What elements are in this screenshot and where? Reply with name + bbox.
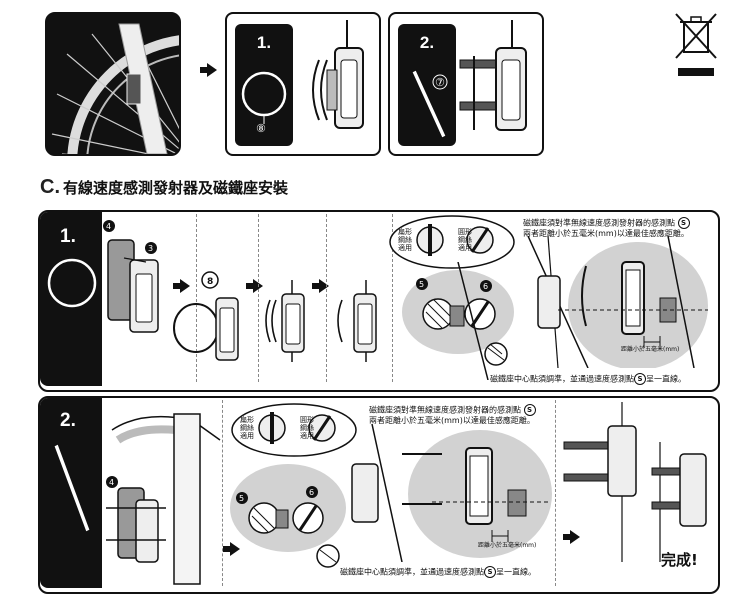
flow-arrow xyxy=(223,542,240,556)
distance-label: 距離小於五毫米(mm) xyxy=(478,542,537,549)
flow-arrow xyxy=(312,279,329,293)
flow-arrow xyxy=(563,530,580,544)
ring-attach-step: 8 xyxy=(173,271,239,361)
round-spoke-label: 圓形鋼絲適用 xyxy=(300,416,314,440)
flow-arrow xyxy=(200,63,217,77)
section-letter: C. xyxy=(40,176,60,198)
section-title: C.有線速度感測發射器及磁鐵座安裝 xyxy=(40,176,288,199)
svg-text:4: 4 xyxy=(106,222,111,231)
svg-text:6: 6 xyxy=(309,488,314,497)
ring-locked-step xyxy=(337,280,377,362)
magnet-zone: 5 6 xyxy=(402,262,514,380)
final-assembled-sensor xyxy=(563,402,707,562)
distance-label: 距離小於五毫米(mm) xyxy=(621,346,680,353)
top-step-1-box: 1. ⑧ xyxy=(225,12,381,156)
rubber-ring xyxy=(241,71,287,124)
svg-text:5: 5 xyxy=(419,280,424,289)
svg-text:3: 3 xyxy=(148,244,153,253)
sensor-assembly: 4 3 xyxy=(103,220,159,333)
svg-text:5: 5 xyxy=(239,494,244,503)
svg-text:8: 8 xyxy=(207,277,213,287)
ref-8: ⑧ xyxy=(256,122,266,135)
fork-with-sensor: 4 xyxy=(106,413,221,585)
spoke-type-bubble xyxy=(231,403,357,457)
rubber-ring xyxy=(47,258,97,308)
flat-spoke-label: 扁形鋼絲適用 xyxy=(240,416,254,440)
sensor-alignment-zone xyxy=(351,424,552,562)
svg-text:6: 6 xyxy=(483,282,488,291)
weee-bin-icon xyxy=(675,13,717,76)
svg-text:4: 4 xyxy=(109,478,114,487)
magnet-zone: 5 6 xyxy=(230,464,346,568)
sensor-unit xyxy=(312,20,364,129)
top-step-1-label: 1. xyxy=(250,32,278,54)
top-step-2-label: 2. xyxy=(413,32,441,54)
wheel-illustration xyxy=(51,23,179,154)
done-label: 完成! xyxy=(661,551,698,569)
alignment-note-top: 磁鐵座須對準無線速度感測發射器的感測點 S 兩者距離小於五毫米(mm)以達最佳感… xyxy=(523,217,690,238)
ref-7: ⑦ xyxy=(435,76,445,89)
panel-1-label: 1. xyxy=(60,226,76,247)
alignment-note-top: 磁鐵座須對準無線速度感測發射器的感測點 S 兩者距離小於五毫米(mm)以達最佳感… xyxy=(369,404,536,425)
top-step-2-box: 2. ⑦ xyxy=(388,12,544,156)
round-spoke-label: 圓形鋼絲適用 xyxy=(458,228,472,252)
wheel-illustration-box xyxy=(45,12,181,156)
spoke-type-bubble xyxy=(389,215,515,269)
panel-2-label: 2. xyxy=(60,410,76,431)
cable-tie xyxy=(411,69,448,139)
section-title-text: 有線速度感測發射器及磁鐵座安裝 xyxy=(63,180,289,197)
flow-arrow xyxy=(173,279,190,293)
ring-wrap-step xyxy=(265,280,305,362)
cable-tie xyxy=(53,443,91,533)
sensor-alignment-zone xyxy=(527,236,708,368)
sensor-with-ties xyxy=(459,20,527,131)
panel-1-sidebar xyxy=(40,212,102,386)
flat-spoke-label: 扁形鋼絲適用 xyxy=(398,228,412,252)
